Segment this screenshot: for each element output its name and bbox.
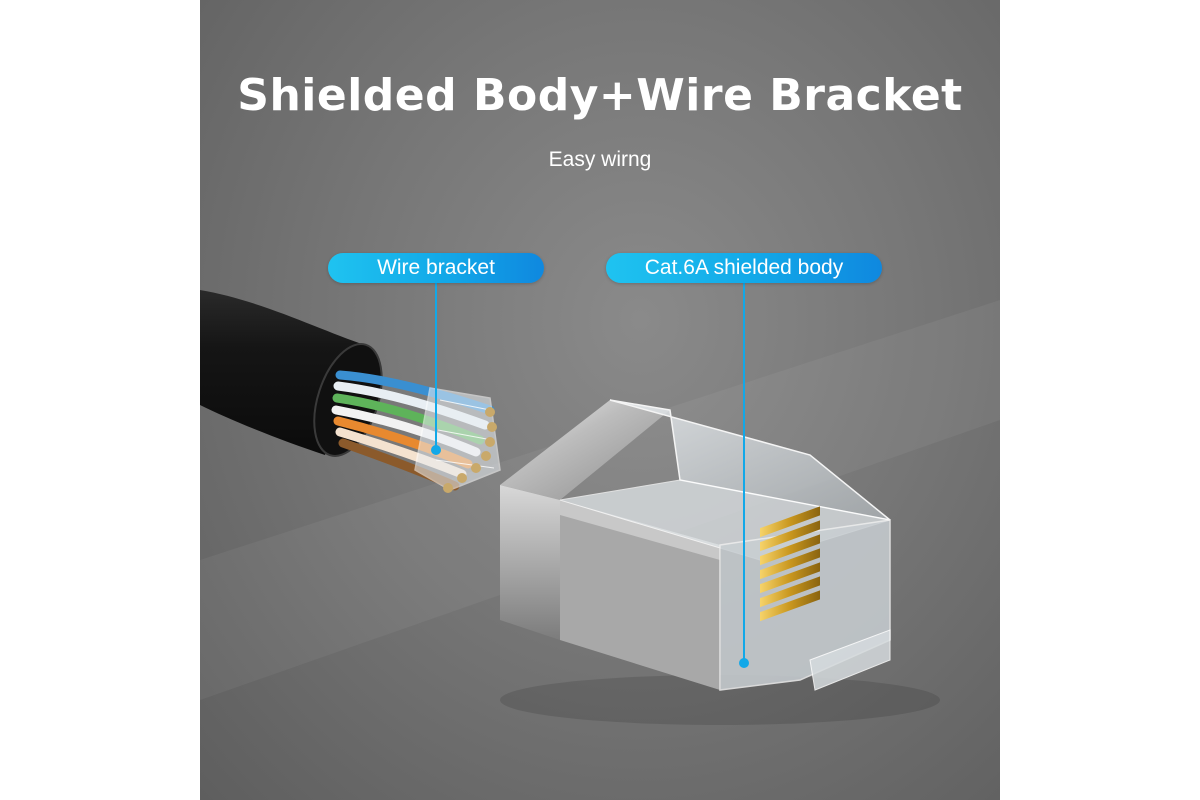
page-subtitle: Easy wirng — [548, 148, 652, 171]
gold-contacts — [760, 506, 820, 622]
shielded-body-callout: Cat.6A shielded body — [606, 253, 882, 283]
shielded-connector — [500, 399, 940, 725]
page-title: Shielded Body+Wire Bracket — [237, 70, 963, 121]
callout-leaders — [431, 283, 749, 668]
rj45-connector-illustration — [200, 283, 1000, 725]
wire-bracket-callout: Wire bracket — [328, 253, 544, 283]
product-image-panel: Shielded Body+Wire Bracket Easy wirng Wi… — [200, 0, 1000, 800]
